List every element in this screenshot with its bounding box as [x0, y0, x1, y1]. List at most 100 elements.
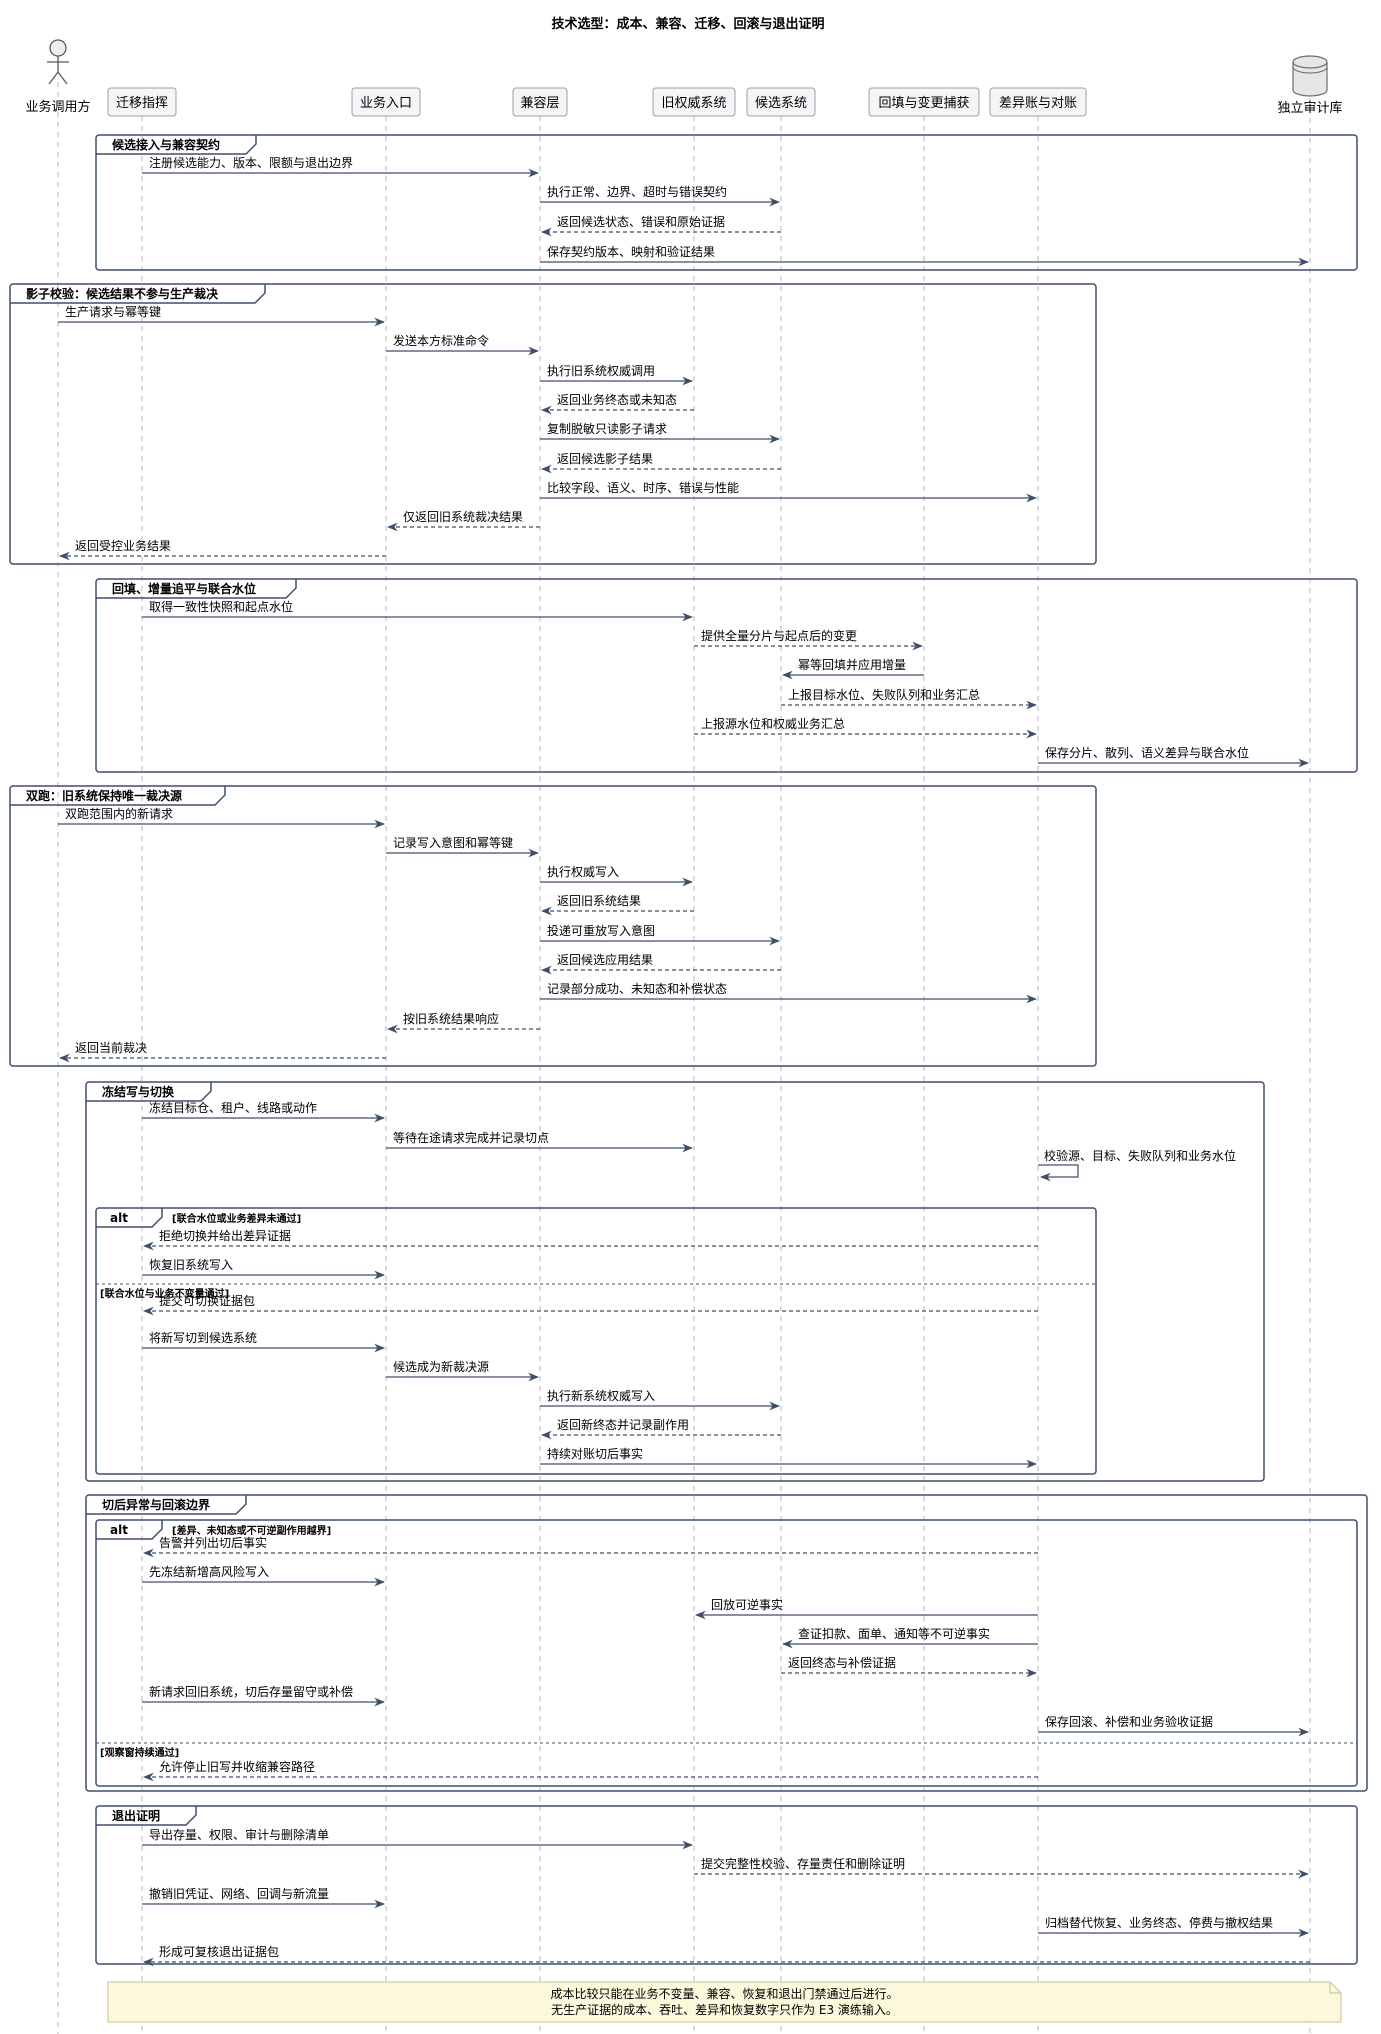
message: 返回终态与补偿证据	[781, 1655, 1038, 1678]
message-label: 候选成为新裁决源	[393, 1359, 489, 1374]
message-label: 仅返回旧系统裁决结果	[403, 510, 523, 524]
group-frame: 切后异常与回滚边界	[85, 1494, 1368, 1792]
message-label: 导出存量、权限、审计与删除清单	[149, 1827, 329, 1842]
message-label: 生产请求与幂等键	[65, 305, 161, 319]
message-label: 按旧系统结果响应	[403, 1011, 499, 1026]
alt-condition: [联合水位或业务差异未通过]	[172, 1212, 301, 1225]
message: 执行旧系统权威调用	[540, 364, 694, 386]
participant-label: 兼容层	[520, 95, 559, 111]
message-label: 返回候选影子结果	[557, 452, 653, 466]
participant-label: 旧权威系统	[661, 95, 726, 111]
message-label: 返回业务终态或未知态	[557, 392, 677, 407]
message-label: 新请求回旧系统，切后存量留守或补偿	[149, 1684, 353, 1699]
message: 形成可复核退出证据包	[142, 1945, 1310, 1967]
message: 提交完整性校验、存量责任和删除证明	[694, 1856, 1310, 1879]
frame-tab	[86, 1082, 212, 1102]
message-label: 提交可切换证据包	[159, 1293, 255, 1308]
message: 返回候选影子结果	[540, 452, 781, 474]
message-label: 投递可重放写入意图	[547, 923, 655, 938]
participant-legacy: 旧权威系统	[652, 87, 736, 117]
participant-caller: 业务调用方	[25, 39, 91, 115]
frame-label: alt	[110, 1523, 128, 1537]
participant-box	[512, 87, 568, 117]
message-label: 保存分片、散列、语义差异与联合水位	[1045, 745, 1249, 760]
participant-label: 独立审计库	[1277, 100, 1342, 116]
message-label: 返回旧系统结果	[557, 894, 641, 908]
participant-entry: 业务入口	[351, 87, 421, 117]
participant-box	[989, 87, 1087, 117]
message: 撤销旧凭证、网络、回调与新流量	[142, 1886, 386, 1909]
message-label: 双跑范围内的新请求	[65, 806, 173, 821]
message-label: 记录部分成功、未知态和补偿状态	[547, 981, 727, 996]
message-label: 形成可复核退出证据包	[159, 1945, 279, 1959]
alt-condition: [差异、未知态或不可逆副作用越界]	[172, 1524, 331, 1537]
message: 执行权威写入	[540, 865, 694, 887]
participant-label: 回填与变更捕获	[878, 95, 969, 111]
message: 仅返回旧系统裁决结果	[386, 510, 540, 532]
message: 按旧系统结果响应	[386, 1011, 540, 1034]
message: 冻结目标仓、租户、线路或动作	[142, 1100, 386, 1123]
frame-label: 退出证明	[112, 1808, 160, 1823]
note-box	[107, 1981, 1342, 2023]
message-label: 取得一致性快照和起点水位	[149, 599, 293, 614]
group-frame: 回填、增量追平与联合水位	[95, 578, 1358, 773]
message: 提供全量分片与起点后的变更	[694, 628, 924, 651]
message-label: 执行权威写入	[547, 865, 619, 879]
frame-tab	[86, 1495, 247, 1515]
message-label: 将新写切到候选系统	[149, 1330, 257, 1345]
message: 上报源水位和权威业务汇总	[694, 716, 1038, 739]
message: 注册候选能力、版本、限额与退出边界	[142, 155, 540, 178]
frame-tab	[96, 1208, 163, 1228]
message: 保存契约版本、映射和验证结果	[540, 244, 1310, 267]
message: 持续对账切后事实	[540, 1446, 1038, 1469]
message-label: 查证扣款、面单、通知等不可逆事实	[798, 1626, 990, 1641]
participant-recon: 差异账与对账	[989, 87, 1087, 117]
message: 记录写入意图和幂等键	[386, 835, 540, 858]
message: 返回候选应用结果	[540, 952, 781, 975]
message: 复制脱敏只读影子请求	[540, 421, 781, 444]
diagram-title: 技术选型：成本、兼容、迁移、回滚与退出证明	[551, 16, 824, 32]
participant-box	[652, 87, 736, 117]
frame-tab	[10, 786, 226, 806]
participant-box	[868, 87, 980, 117]
group-frame: 影子校验：候选结果不参与生产裁决	[9, 283, 1097, 565]
frame-tab	[10, 284, 266, 304]
message: 保存分片、散列、语义差异与联合水位	[1038, 745, 1310, 768]
participant-box	[746, 87, 816, 117]
message: 提交可切换证据包	[142, 1293, 1038, 1316]
message-label: 上报目标水位、失败队列和业务汇总	[788, 687, 980, 702]
message-label: 告警并列出切后事实	[159, 1535, 267, 1550]
frame-label: 切后异常与回滚边界	[102, 1497, 210, 1512]
message: 返回旧系统结果	[540, 894, 694, 916]
message-label: 执行正常、边界、超时与错误契约	[547, 184, 727, 199]
message-label: 幂等回填并应用增量	[798, 657, 906, 672]
message: 回放可逆事实	[694, 1597, 1038, 1620]
participant-audit: 独立审计库	[1277, 55, 1343, 116]
message: 将新写切到候选系统	[142, 1330, 386, 1353]
message: 返回候选状态、错误和原始证据	[540, 215, 781, 237]
message: 执行正常、边界、超时与错误契约	[540, 184, 781, 207]
message-label: 返回新终态并记录副作用	[557, 1417, 689, 1432]
alt-fragment: alt[联合水位或业务差异未通过][联合水位与业务不变量通过]	[95, 1207, 1097, 1475]
message: 允许停止旧写并收缩兼容路径	[142, 1759, 1038, 1782]
message: 返回业务终态或未知态	[540, 392, 694, 415]
message: 候选成为新裁决源	[386, 1359, 540, 1382]
message-label: 执行新系统权威写入	[547, 1388, 655, 1403]
message-label: 发送本方标准命令	[393, 333, 489, 348]
message-label: 等待在途请求完成并记录切点	[393, 1130, 549, 1145]
message-label: 返回终态与补偿证据	[788, 1655, 896, 1670]
message: 保存回滚、补偿和业务验收证据	[1038, 1714, 1310, 1737]
message-label: 返回候选应用结果	[557, 952, 653, 967]
participant-label: 迁移指挥	[116, 96, 168, 111]
frame-label: alt	[110, 1211, 128, 1225]
message: 先冻结新增高风险写入	[142, 1564, 386, 1587]
group-frame: 双跑：旧系统保持唯一裁决源	[9, 785, 1097, 1067]
message-label: 执行旧系统权威调用	[547, 364, 655, 378]
group-frame: 冻结写与切换	[85, 1081, 1265, 1482]
message: 比较字段、语义、时序、错误与性能	[540, 480, 1038, 503]
participant-cdc: 回填与变更捕获	[868, 87, 980, 117]
group-frame: 退出证明	[95, 1805, 1358, 1965]
message: 新请求回旧系统，切后存量留守或补偿	[142, 1684, 386, 1707]
note-line: 无生产证据的成本、吞吐、差异和恢复数字只作为 E3 演练输入。	[551, 2002, 898, 2017]
